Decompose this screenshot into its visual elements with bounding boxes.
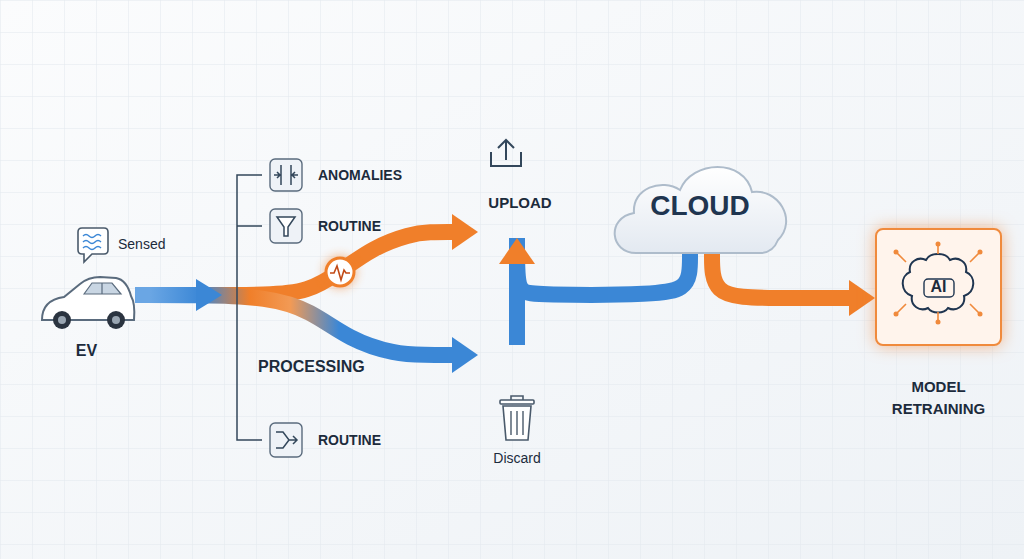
trash-icon bbox=[500, 396, 534, 440]
funnel-icon bbox=[270, 209, 302, 243]
icon-frame bbox=[270, 423, 302, 457]
car-illustration bbox=[42, 277, 134, 329]
category-icon: ROUTINE bbox=[270, 423, 302, 457]
upload-icon bbox=[491, 140, 521, 166]
circuit-dot bbox=[894, 250, 899, 255]
vehicle: EV bbox=[38, 276, 135, 334]
category-label: ROUTINE bbox=[318, 217, 438, 235]
trash-lid bbox=[500, 400, 534, 404]
category-icon: ROUTINE bbox=[270, 209, 302, 243]
cloud-outline bbox=[600, 150, 800, 254]
sensor-label: Sensed bbox=[118, 235, 198, 253]
icon-glyph bbox=[277, 217, 295, 236]
pulse-glow bbox=[323, 255, 357, 289]
upload-target: UPLOAD bbox=[478, 138, 562, 238]
pulse-icon bbox=[323, 255, 357, 289]
car-wheel bbox=[53, 311, 71, 329]
icon-frame bbox=[270, 209, 302, 243]
pulse-ring bbox=[326, 258, 354, 286]
flow-arrow bbox=[135, 295, 452, 355]
discard-bin: Discard bbox=[478, 345, 558, 440]
sensor-bubble: Sensed bbox=[76, 226, 110, 262]
car-pillar bbox=[101, 283, 102, 294]
category-label: ANOMALIES bbox=[318, 166, 438, 184]
vehicle-label: EV bbox=[38, 342, 135, 360]
model-label: MODEL RETRAINING bbox=[869, 376, 1008, 420]
trash-ribs bbox=[511, 411, 523, 435]
car-wheel bbox=[107, 311, 125, 329]
chip-outline bbox=[924, 279, 954, 297]
bubble-outline bbox=[78, 228, 108, 262]
category-label: ROUTINE bbox=[318, 431, 438, 449]
circuit-dot bbox=[894, 312, 899, 317]
car-hub bbox=[58, 316, 66, 324]
flow-arrow bbox=[712, 254, 849, 298]
icon-glyph bbox=[274, 165, 298, 185]
arrow-head bbox=[196, 279, 222, 311]
upload-arrow bbox=[498, 140, 514, 160]
circuit-dot bbox=[936, 320, 941, 325]
anomalies-icon bbox=[270, 159, 302, 191]
bracket bbox=[237, 175, 262, 440]
ai-label: AI bbox=[877, 278, 1000, 296]
circuit-dot bbox=[978, 312, 983, 317]
discard-label: Discard bbox=[478, 449, 556, 467]
circuit-dot bbox=[978, 250, 983, 255]
flow-arrow bbox=[517, 238, 690, 295]
brain-icon bbox=[894, 242, 983, 325]
car-hub bbox=[112, 316, 120, 324]
pulse-line bbox=[330, 266, 350, 280]
cloud-label: CLOUD bbox=[600, 190, 800, 222]
wave-lines bbox=[83, 235, 101, 250]
brain-outline bbox=[903, 254, 974, 313]
sensor-bubble-icon bbox=[78, 228, 108, 262]
merge-icon bbox=[270, 423, 302, 457]
icon-frame bbox=[270, 159, 302, 191]
model-box: AIMODEL RETRAINING bbox=[875, 228, 1002, 346]
cloud-shape bbox=[615, 167, 786, 253]
circuit-dot bbox=[936, 242, 941, 247]
icon-glyph bbox=[276, 432, 297, 448]
section-label: PROCESSING bbox=[258, 358, 388, 376]
car-window bbox=[84, 283, 121, 294]
trash-handle bbox=[511, 396, 523, 400]
trash-body bbox=[503, 406, 531, 440]
upload-label: UPLOAD bbox=[478, 194, 562, 212]
circuit-lines bbox=[896, 244, 980, 322]
flow-arrow bbox=[509, 264, 525, 345]
category-icon: ANOMALIES bbox=[270, 159, 302, 191]
cloud-node: CLOUD bbox=[600, 150, 800, 254]
